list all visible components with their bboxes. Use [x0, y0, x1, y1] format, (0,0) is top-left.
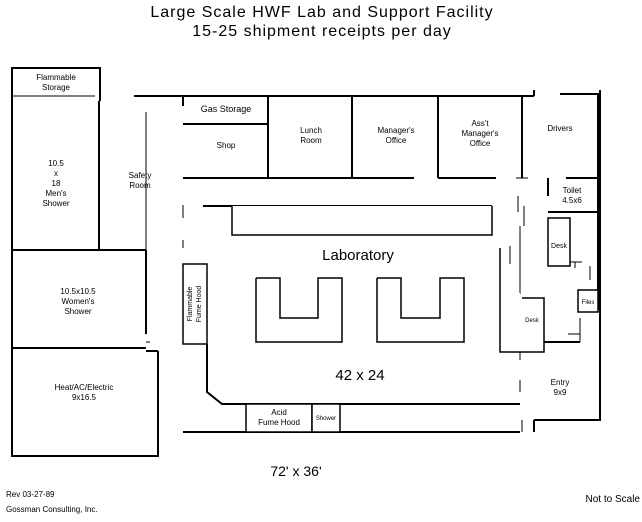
label-desk-lower: Desk: [525, 318, 540, 324]
label-acid-fume-hood-2: Fume Hood: [258, 418, 300, 427]
label-gas-storage: Gas Storage: [201, 104, 252, 114]
label-managers-office-2: Office: [386, 136, 407, 145]
label-toilet-1: Toilet: [563, 186, 582, 195]
label-managers-office-1: Manager's: [377, 126, 414, 135]
label-heat-ac-electric-1: Heat/AC/Electric: [55, 383, 114, 392]
company-name: Gossman Consulting, Inc.: [6, 505, 98, 514]
label-safety-room-1: Safety: [129, 171, 152, 180]
label-shop: Shop: [217, 141, 236, 150]
overall-size: 72' x 36': [270, 463, 321, 479]
label-mens-shower-3: 18: [52, 179, 61, 188]
label-womens-shower-2: Women's: [62, 297, 95, 306]
label-flammable-fume-hood-1: Flammable: [187, 287, 194, 322]
label-shower: Shower: [316, 416, 336, 422]
label-mens-shower-4: Men's: [45, 189, 66, 198]
title-line-2: 15-25 shipment receipts per day: [192, 23, 452, 40]
label-safety-room-2: Room: [129, 181, 151, 190]
scale-note: Not to Scale: [586, 494, 641, 505]
label-asst-managers-office-1: Ass't: [471, 119, 489, 128]
label-flammable-storage-2: Storage: [42, 83, 71, 92]
label-laboratory: Laboratory: [322, 247, 394, 264]
label-drivers: Drivers: [547, 124, 572, 133]
label-entry-2: 9x9: [554, 388, 567, 397]
label-womens-shower-1: 10.5x10.5: [60, 287, 96, 296]
room-labels: Flammable Storage 10.5 x 18 Men's Shower…: [36, 73, 594, 427]
outer-walls: [11, 67, 601, 457]
label-toilet-2: 4.5x6: [562, 196, 582, 205]
label-entry-1: Entry: [551, 378, 570, 387]
interior-walls: [12, 95, 598, 432]
label-asst-managers-office-2: Manager's: [461, 129, 498, 138]
label-lunch-room-1: Lunch: [300, 126, 322, 135]
label-lunch-room-2: Room: [300, 136, 322, 145]
label-asst-managers-office-3: Office: [470, 139, 491, 148]
lab-fixtures: [182, 205, 599, 433]
label-lab-size: 42 x 24: [335, 367, 384, 384]
label-womens-shower-3: Shower: [64, 307, 91, 316]
label-desk-upper: Desk: [551, 243, 567, 250]
label-mens-shower-2: x: [54, 169, 58, 178]
label-heat-ac-electric-2: 9x16.5: [72, 393, 97, 402]
revision-note: Rev 03-27-89: [6, 490, 55, 499]
label-flammable-storage-1: Flammable: [36, 73, 76, 82]
label-mens-shower-5: Shower: [42, 199, 69, 208]
label-acid-fume-hood-1: Acid: [271, 408, 287, 417]
title-line-1: Large Scale HWF Lab and Support Facility: [150, 4, 493, 21]
label-flammable-fume-hood-2: Fume Hood: [196, 286, 203, 323]
label-mens-shower-1: 10.5: [48, 159, 64, 168]
label-files: Files: [582, 300, 595, 306]
